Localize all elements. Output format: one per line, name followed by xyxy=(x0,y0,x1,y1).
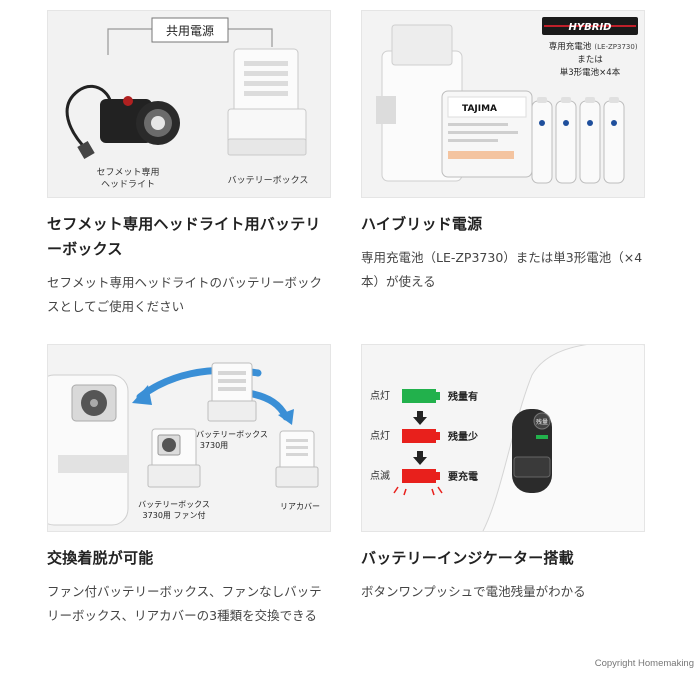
rechargeable-battery-image: TAJIMA xyxy=(441,90,533,178)
fan-battery-box-image xyxy=(147,428,201,488)
indicator-button-label: 残量 xyxy=(536,418,548,426)
card-description: セフメット専用ヘッドライトのバッテリーボックスとしてご使用ください xyxy=(47,275,323,314)
indicator-row3-meaning: 要充電 xyxy=(448,470,478,483)
indicator-row2-meaning: 残量少 xyxy=(448,430,478,443)
battery-box-3730-image xyxy=(207,362,257,422)
indicator-row3-state: 点滅 xyxy=(370,470,390,482)
image-indicator: 残量 点灯 残量有 点灯 残量少 点滅 要充電 xyxy=(361,344,645,532)
arrow-down-icon xyxy=(413,411,427,425)
arrow-down-icon xyxy=(413,451,427,465)
label-rear-cover: リアカバー xyxy=(280,502,320,511)
label-fan-box-2: 3730用 ファン付 xyxy=(143,510,206,520)
image-swappable: バッテリーボックス 3730用 バッテリーボックス 3730用 ファン付 リアカ… xyxy=(47,344,331,532)
indicator-red-led xyxy=(402,429,436,443)
headlight-image xyxy=(100,96,180,145)
feature-card-shared-power: 共用電源 セフメット専用 ヘッドライト xyxy=(47,10,331,319)
card-description: 専用充電池（LE-ZP3730）または単3形電池（×4本）が使える xyxy=(361,250,643,289)
card-title: 交換着脱が可能 xyxy=(47,549,154,567)
hybrid-line3: 単3形電池×4本 xyxy=(560,67,621,78)
battery-brand: TAJIMA xyxy=(462,104,497,114)
headlight-label-2: ヘッドライト xyxy=(101,179,155,190)
indicator-row1-meaning: 残量有 xyxy=(448,390,478,403)
indicator-green-led xyxy=(402,389,436,403)
image-hybrid-power: HYBRID 専用充電池 (LE-ZP3730) または 単3形電池×4本 TA… xyxy=(361,10,645,198)
feature-card-swappable: バッテリーボックス 3730用 バッテリーボックス 3730用 ファン付 リアカ… xyxy=(47,344,331,628)
card-title: ハイブリッド電源 xyxy=(361,215,483,233)
label-box-3730-2: 3730用 xyxy=(200,441,228,450)
card-title: バッテリーインジケーター搭載 xyxy=(361,549,574,567)
label-fan-box-1: バッテリーボックス xyxy=(138,500,210,509)
indicator-blinking-led xyxy=(402,469,436,483)
hybrid-line2: または xyxy=(577,55,603,65)
copyright-text: Copyright Homemaking xyxy=(594,658,694,669)
battery-box-label: バッテリーボックス xyxy=(228,175,309,186)
hybrid-badge: HYBRID xyxy=(569,22,612,33)
hybrid-line1-model: (LE-ZP3730) xyxy=(594,43,637,51)
indicator-row1-state: 点灯 xyxy=(370,390,390,402)
card-description: ファン付バッテリーボックス、ファンなしバッテリーボックス、リアカバーの3種類を交… xyxy=(47,584,322,623)
battery-box-image xyxy=(227,48,307,156)
feature-card-indicator: 残量 点灯 残量有 点灯 残量少 点滅 要充電 バッテリーインジケーター搭載 ボ… xyxy=(361,344,645,604)
card-description: ボタンワンプッシュで電池残量がわかる xyxy=(361,584,586,599)
feature-card-hybrid-power: HYBRID 専用充電池 (LE-ZP3730) または 単3形電池×4本 TA… xyxy=(361,10,645,294)
card-title: セフメット専用ヘッドライト用バッテリーボックス xyxy=(47,215,321,258)
rear-cover-image xyxy=(275,430,319,488)
indicator-row2-state: 点灯 xyxy=(370,430,390,442)
headlight-label-1: セフメット専用 xyxy=(96,166,159,178)
shared-power-label: 共用電源 xyxy=(166,24,214,38)
aa-batteries-image xyxy=(531,97,625,184)
label-box-3730-1: バッテリーボックス xyxy=(196,430,268,439)
image-shared-power: 共用電源 セフメット専用 ヘッドライト xyxy=(47,10,331,198)
hybrid-line1: 専用充電池 xyxy=(549,41,592,52)
